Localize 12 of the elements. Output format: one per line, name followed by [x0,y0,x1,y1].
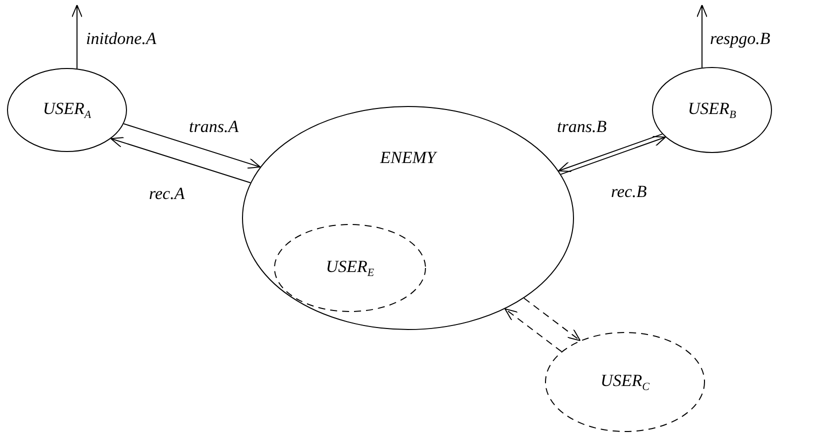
node-label: USER$_{E}$ [326,256,374,280]
node-label: ENEMY [380,148,436,168]
arrow [72,4,82,70]
node-label: USER$_{A}$ [42,98,92,122]
edge-label: respgo.B [709,30,772,49]
node-label: USER$_{C}$ [600,370,650,394]
arrow [123,123,261,169]
arrow [523,298,581,342]
arrow [110,136,251,184]
node-label: USER$_{B}$ [688,98,736,122]
arrow [696,4,708,68]
arrow [504,308,562,352]
